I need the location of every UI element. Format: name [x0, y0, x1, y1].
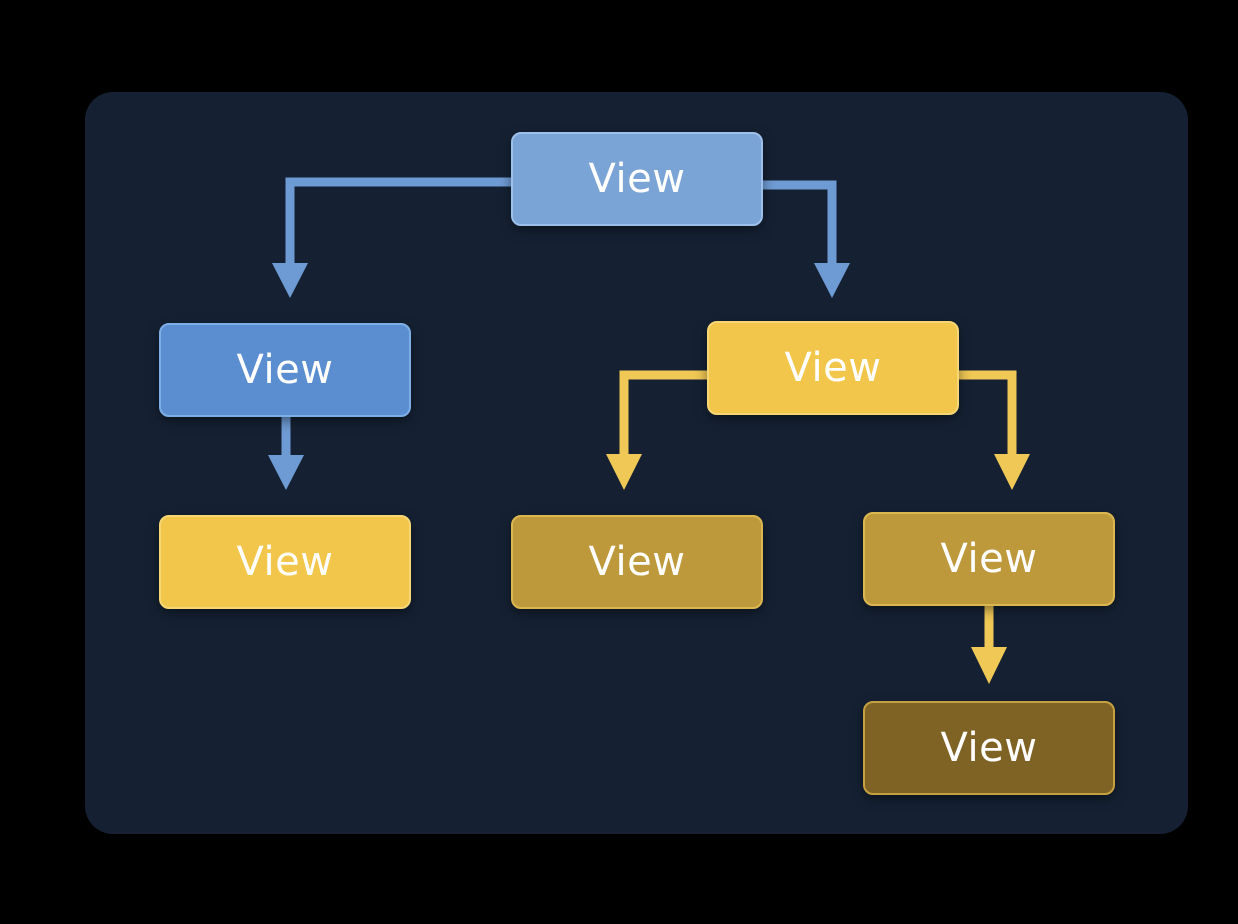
view-node-label: View	[588, 539, 686, 585]
view-node-label: View	[784, 345, 882, 391]
view-node-right-right-grandchild: View	[863, 701, 1115, 795]
view-node-label: View	[588, 156, 686, 202]
view-node-right: View	[707, 321, 959, 415]
view-node-right-left-child: View	[511, 515, 763, 609]
view-node-root: View	[511, 132, 763, 226]
view-node-label: View	[236, 347, 334, 393]
view-node-label: View	[940, 536, 1038, 582]
view-node-label: View	[236, 539, 334, 585]
view-node-label: View	[940, 725, 1038, 771]
view-node-left: View	[159, 323, 411, 417]
view-node-right-right-child: View	[863, 512, 1115, 606]
view-node-left-child: View	[159, 515, 411, 609]
